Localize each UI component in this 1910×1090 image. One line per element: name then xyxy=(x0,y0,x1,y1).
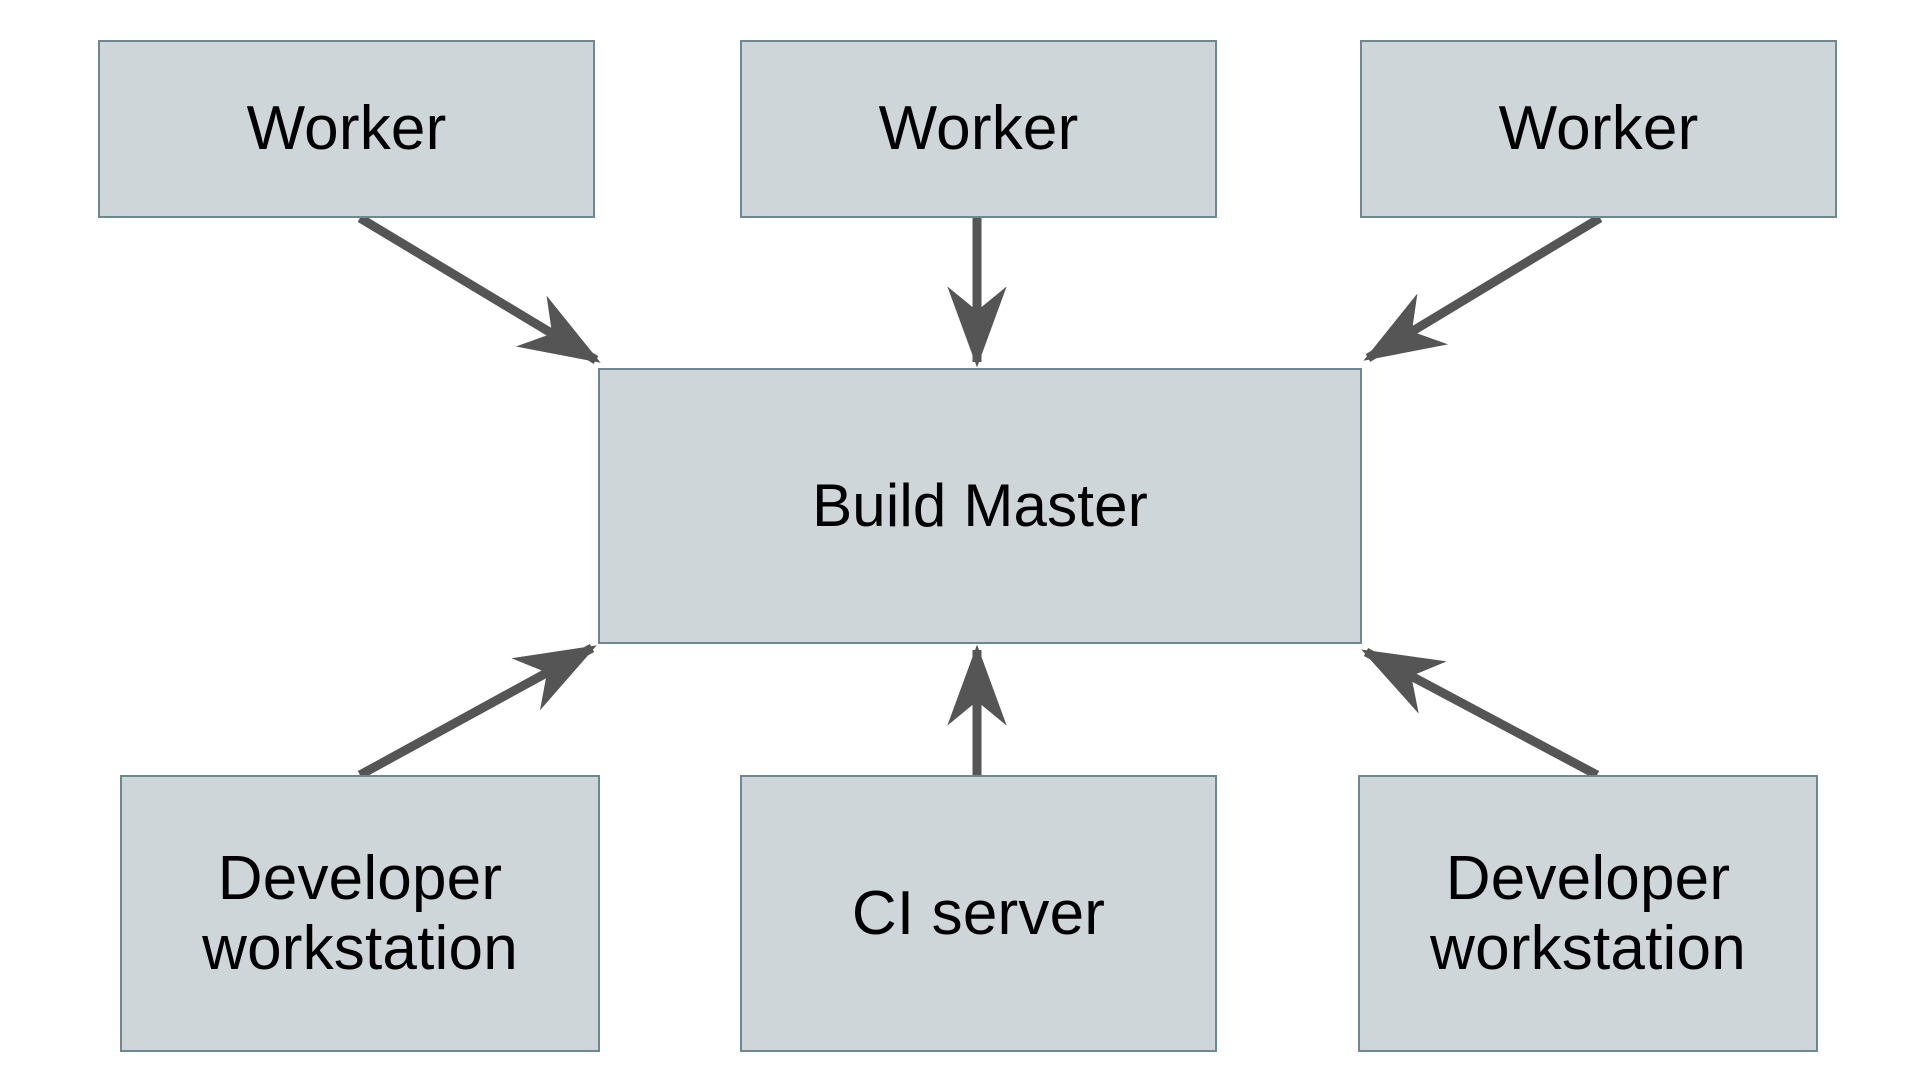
node-label: Worker xyxy=(878,94,1079,164)
node-ci-server[interactable]: CI server xyxy=(740,775,1217,1052)
edge-worker-left-to-build-master xyxy=(357,214,601,364)
node-label: Worker xyxy=(1498,94,1699,164)
node-dev-workstation-right[interactable]: Developer workstation xyxy=(1358,775,1818,1052)
edge-dev-ws-left-to-build-master xyxy=(357,644,597,779)
node-label: Worker xyxy=(246,94,447,164)
node-worker-center[interactable]: Worker xyxy=(740,40,1217,218)
edge-dev-ws-right-to-build-master xyxy=(1361,648,1600,779)
node-label: Build Master xyxy=(812,472,1148,540)
node-worker-right[interactable]: Worker xyxy=(1360,40,1837,218)
node-build-master[interactable]: Build Master xyxy=(598,368,1362,644)
node-label: Developer workstation xyxy=(1430,844,1746,983)
node-dev-workstation-left[interactable]: Developer workstation xyxy=(120,775,600,1052)
node-label: CI server xyxy=(851,878,1106,948)
node-worker-left[interactable]: Worker xyxy=(98,40,595,218)
node-label: Developer workstation xyxy=(202,844,518,983)
edge-worker-right-to-build-master xyxy=(1363,214,1603,362)
